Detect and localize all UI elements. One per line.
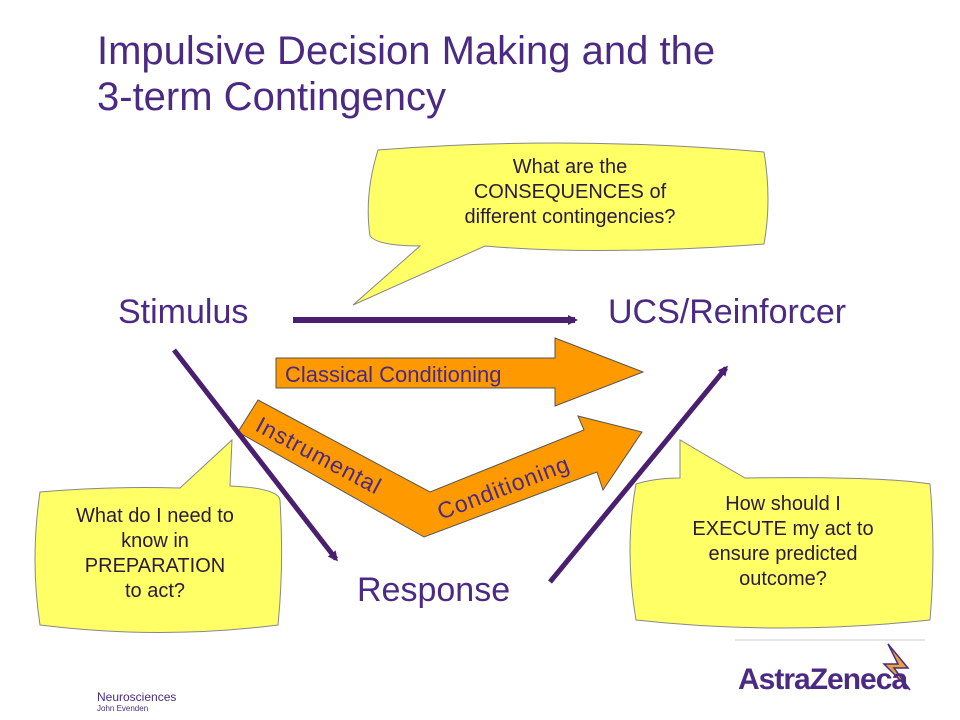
stimulus-label: Stimulus <box>118 293 249 331</box>
consequences-bubble <box>352 142 769 306</box>
instrumental-conditioning-arrow <box>237 399 643 538</box>
stimulus-to-response-arrow <box>172 348 338 562</box>
reinforcer-label: UCS/Reinforcer <box>608 293 847 331</box>
preparation-line-3: PREPARATION <box>84 555 226 577</box>
instrumental-label: Instrumental <box>252 411 387 499</box>
execute-bubble <box>629 439 934 629</box>
consequences-line-3: different contingencies? <box>464 206 676 228</box>
preparation-bubble <box>34 438 283 633</box>
consequences-line-2: CONSEQUENCES of <box>473 181 667 203</box>
astrazeneca-logo: AstraZeneca <box>738 663 908 696</box>
preparation-line-2: know in <box>121 530 189 552</box>
classical-conditioning-label: Classical Conditioning <box>285 362 501 387</box>
consequences-line-1: What are the <box>512 156 628 178</box>
response-label: Response <box>357 571 511 609</box>
preparation-line-4: to act? <box>124 580 186 602</box>
preparation-bubble-text: What do I need to know in PREPARATION to… <box>32 504 278 604</box>
footer-author: John Evenden <box>97 704 149 713</box>
slide-title: Impulsive Decision Making and the 3-term… <box>97 28 917 120</box>
slide-title-line-2: 3-term Contingency <box>97 75 447 119</box>
slide-title-line-1: Impulsive Decision Making and the <box>97 29 716 73</box>
response-to-reinforcer-arrow <box>548 365 728 584</box>
consequences-bubble-text: What are the CONSEQUENCES of different c… <box>400 155 740 230</box>
footer-department: Neurosciences <box>97 690 177 704</box>
execute-line-3: ensure predicted <box>708 543 858 565</box>
execute-bubble-text: How should I EXECUTE my act to ensure pr… <box>636 492 930 592</box>
astrazeneca-mark-icon <box>882 643 911 691</box>
classical-conditioning-arrow <box>275 337 645 407</box>
execute-line-4: outcome? <box>739 568 827 590</box>
preparation-line-1: What do I need to <box>76 505 234 527</box>
execute-line-1: How should I <box>725 493 841 515</box>
execute-line-2: EXECUTE my act to <box>692 518 874 540</box>
